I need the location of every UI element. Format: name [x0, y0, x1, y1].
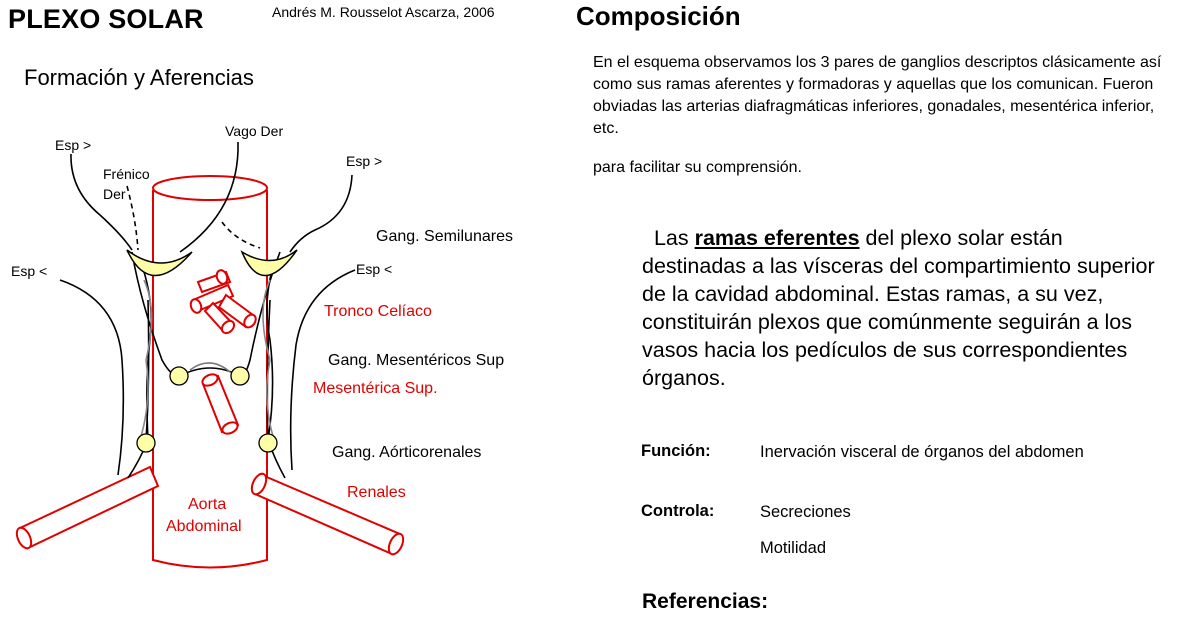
label-esp-top-right: Esp > — [346, 153, 383, 169]
intro-paragraph: En el esquema observamos los 3 pares de … — [593, 54, 1162, 137]
renal-artery-left — [15, 465, 160, 550]
label-esp-mid-left: Esp < — [11, 263, 48, 279]
controls-key: Controla: — [641, 502, 715, 520]
label-renales: Renales — [347, 484, 406, 501]
controls-value-secreciones: Secreciones — [760, 503, 851, 521]
label-vago-der: Vago Der — [225, 123, 284, 139]
phrenic-nerve — [126, 185, 261, 251]
label-esp-top-left: Esp > — [55, 137, 92, 153]
section-title: Composición — [576, 1, 741, 31]
function-key: Función: — [641, 442, 711, 460]
efferent-post: del plexo solar están destinadas a las v… — [642, 226, 1155, 390]
efferent-term: ramas eferentes — [694, 226, 860, 250]
label-esp-mid-right: Esp < — [356, 261, 393, 277]
efferent-pre: Las — [653, 226, 695, 250]
author-credit: Andrés M. Rousselot Ascarza, 2006 — [272, 4, 495, 20]
diagram-subtitle: Formación y Aferencias — [24, 65, 254, 90]
plexus-diagram — [15, 141, 405, 569]
label-frenico-der-1: Frénico — [103, 166, 150, 182]
efferent-paragraph: Las ramas eferentes del plexo solar está… — [642, 224, 1162, 392]
label-aorta-2: Abdominal — [166, 518, 242, 535]
label-frenico-der-2: Der — [103, 186, 126, 202]
mesenteric-ganglia — [169, 366, 250, 386]
superior-mesenteric-artery — [201, 373, 240, 435]
semilunar-ganglia — [126, 249, 298, 277]
aorticorenal-ganglia — [136, 433, 278, 453]
page-title: PLEXO SOLAR — [8, 4, 204, 34]
intro-tail: para facilitar su comprensión. — [593, 159, 802, 176]
renal-artery-right — [250, 472, 405, 556]
label-gang-aorticorenales: Gang. Aórticorenales — [332, 444, 482, 461]
label-gang-mesentericos-sup: Gang. Mesentéricos Sup — [328, 352, 505, 369]
controls-value-motilidad: Motilidad — [760, 539, 827, 557]
label-tronco-celiaco: Tronco Celíaco — [324, 303, 432, 320]
label-aorta-1: Aorta — [188, 496, 227, 513]
references-title: Referencias: — [642, 590, 769, 613]
function-value: Inervación visceral de órganos del abdom… — [760, 443, 1084, 461]
label-gang-semilunares: Gang. Semilunares — [376, 228, 513, 245]
celiac-trunk — [189, 269, 257, 335]
label-mesenterica-sup: Mesentérica Sup. — [313, 380, 438, 397]
